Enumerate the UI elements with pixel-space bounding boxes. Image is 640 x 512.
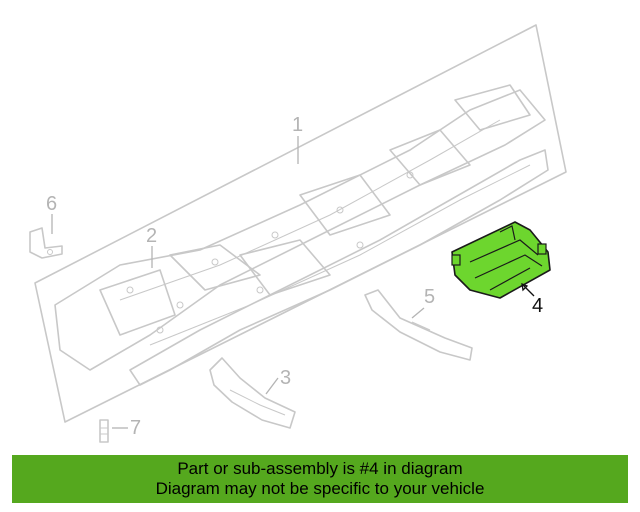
callout-5: 5	[424, 286, 435, 308]
callout-2: 2	[146, 225, 157, 247]
frame-assembly[interactable]	[54, 84, 549, 386]
parts-diagram: 1 2 3 4 5 6 7	[29, 24, 567, 443]
leader-3	[265, 377, 279, 395]
callout-4: 4	[532, 295, 543, 317]
banner-line-1: Part or sub-assembly is #4 in diagram	[177, 459, 463, 478]
frame-panel	[34, 24, 567, 423]
callout-6: 6	[46, 193, 57, 215]
callout-7: 7	[130, 417, 141, 439]
info-banner: Part or sub-assembly is #4 in diagram Di…	[12, 455, 628, 503]
part-7-bolt[interactable]	[99, 419, 109, 443]
callout-1: 1	[292, 114, 303, 136]
leader-4	[521, 283, 535, 297]
banner-line-2: Diagram may not be specific to your vehi…	[155, 479, 485, 498]
callout-3: 3	[280, 367, 291, 389]
leader-5	[411, 307, 425, 319]
part-4-skid-plate[interactable]	[451, 221, 551, 299]
part-5-bracket[interactable]	[364, 289, 473, 361]
leader-4-arrow	[521, 282, 529, 292]
part-6-bracket[interactable]	[29, 227, 63, 259]
part-3-bracket[interactable]	[209, 357, 296, 429]
